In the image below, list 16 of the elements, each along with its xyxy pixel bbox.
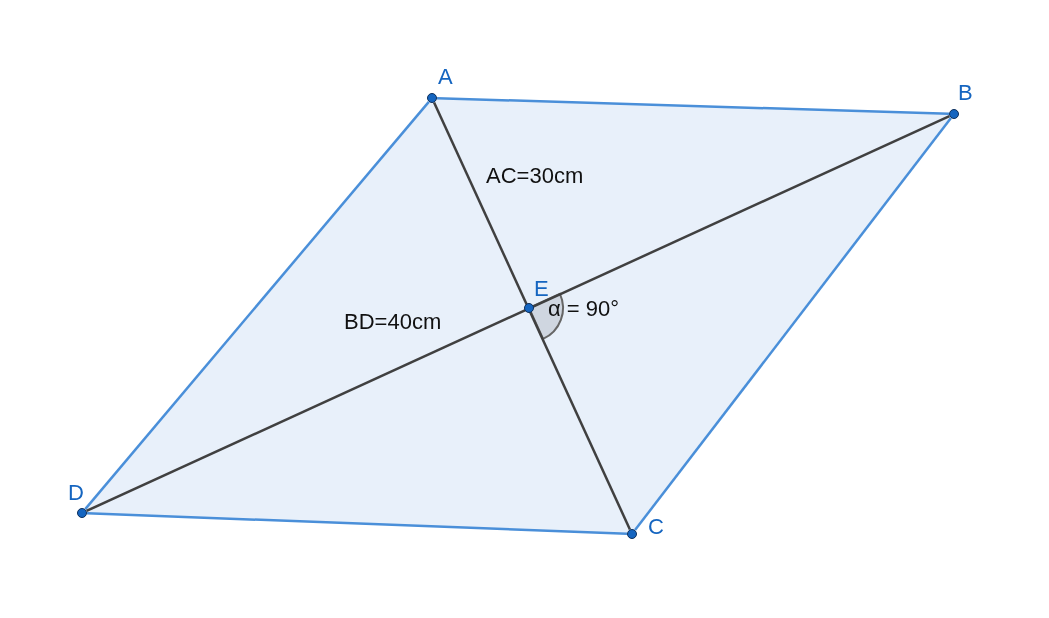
side-line: [86, 511, 628, 536]
point-label: D: [68, 482, 84, 504]
point-label: A: [438, 66, 453, 88]
point-dot: [524, 303, 534, 313]
point-label: C: [648, 516, 664, 538]
point-dot: [627, 529, 637, 539]
point-dot: [949, 109, 959, 119]
diagonal-line: [432, 102, 632, 530]
side-line: [634, 117, 952, 531]
side-line: [84, 101, 430, 510]
point-dot: [427, 93, 437, 103]
angle-label: α = 90°: [548, 298, 620, 320]
point-dot: [77, 508, 87, 518]
point-label: B: [958, 82, 973, 104]
point-label: E: [534, 278, 549, 300]
side-line: [436, 96, 950, 116]
